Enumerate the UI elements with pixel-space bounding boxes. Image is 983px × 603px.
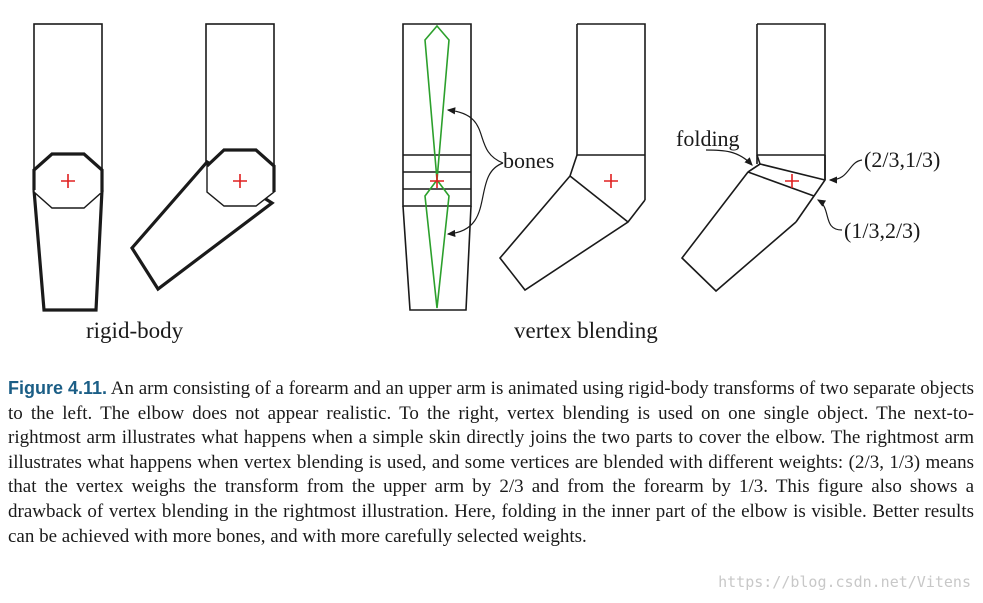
caption-text: An arm consisting of a forearm and an up…: [8, 378, 975, 547]
forearm-outline: [32, 189, 104, 312]
vertex-arm-blended: [680, 23, 826, 293]
caption-label: Figure 4.11.: [8, 378, 108, 398]
upper-arm-outline: [756, 23, 826, 180]
folding-annotation: folding: [676, 126, 740, 151]
vertex-blending-label: vertex blending: [514, 318, 658, 343]
upper-arm-outline: [576, 23, 646, 200]
vertex-arm-straight: [402, 23, 472, 311]
watermark: https://blog.csdn.net/Vitens: [718, 573, 971, 591]
figure-svg: [32, 23, 863, 312]
forearm-outline: [680, 171, 797, 293]
joint-cross: [604, 174, 618, 188]
weight-arrows: [705, 149, 863, 231]
lower-bone: [424, 178, 450, 309]
weight-upper-annotation: (2/3,1/3): [864, 147, 941, 172]
rigid-arm-straight: [32, 23, 104, 312]
vertex-arm-simple-skin: [498, 23, 646, 292]
joint-cross: [430, 174, 444, 188]
upper-bone: [424, 24, 450, 181]
weight-lower-annotation: (1/3,2/3): [844, 218, 921, 243]
rigid-body-label: rigid-body: [86, 318, 184, 343]
forearm-outline: [498, 154, 646, 292]
joint-cross: [785, 174, 799, 188]
joint-cross: [233, 174, 247, 188]
forearm-outline: [402, 205, 472, 311]
bones-arrows: [446, 107, 504, 238]
rigid-arm-bent: [130, 23, 276, 292]
figure-caption: Figure 4.11. An arm consisting of a fore…: [8, 376, 974, 549]
figure-illustration: bones folding (2/3,1/3) (1/3,2/3) rigid-…: [32, 23, 941, 343]
bones-annotation: bones: [503, 148, 555, 173]
joint-cross: [61, 174, 75, 188]
